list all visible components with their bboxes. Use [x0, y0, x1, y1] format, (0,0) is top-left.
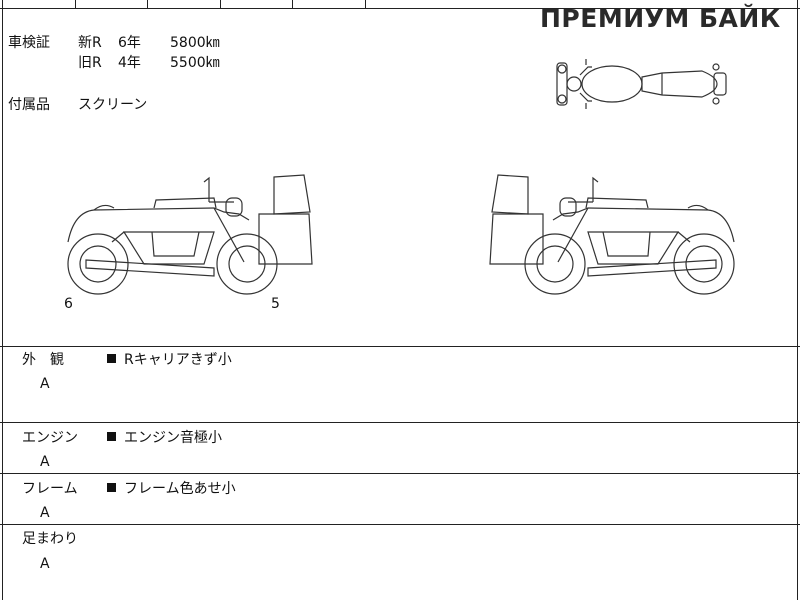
inspection-years: 4年 [118, 55, 141, 71]
header-bottom-border [0, 8, 800, 9]
section-divider [0, 524, 800, 525]
section-grade: A [40, 376, 50, 392]
section-grade: A [40, 454, 50, 470]
section-label: 足まわり [22, 531, 78, 547]
inspection-model: 新R [78, 35, 102, 51]
motorcycle-right-side-icon [489, 174, 735, 295]
header-cell-divider [147, 0, 148, 8]
inspection-years: 6年 [118, 35, 141, 51]
inspection-km: 5800㎞ [170, 35, 220, 51]
header-cell-divider [292, 0, 293, 8]
accessories-value: スクリーン [78, 97, 148, 113]
inspection-model: 旧R [78, 55, 102, 71]
bullet-square-icon [107, 432, 116, 441]
section-label: フレーム [22, 481, 78, 497]
watermark-logo: ПРЕМИУМ БАЙК [540, 4, 781, 33]
header-cell-divider [365, 0, 366, 8]
header-cell-divider [220, 0, 221, 8]
inspection-km: 5500㎞ [170, 55, 220, 71]
section-grade: A [40, 556, 50, 572]
section-divider [0, 422, 800, 423]
header-cell-divider [75, 0, 76, 8]
section-divider [0, 346, 800, 347]
accessories-label: 付属品 [8, 97, 50, 113]
diagram-marker: 6 [64, 296, 73, 312]
motorcycle-left-side-icon [67, 174, 313, 295]
left-border [2, 0, 3, 600]
section-note: Rキャリアきず小 [107, 352, 232, 368]
section-label: 外 観 [22, 352, 64, 368]
section-divider [0, 473, 800, 474]
section-note: フレーム色あせ小 [107, 481, 236, 497]
section-note: エンジン音極小 [107, 430, 222, 446]
motorcycle-top-view-icon [556, 59, 727, 109]
bullet-square-icon [107, 354, 116, 363]
inspection-label: 車検証 [8, 35, 50, 51]
bullet-square-icon [107, 483, 116, 492]
section-grade: A [40, 505, 50, 521]
section-label: エンジン [22, 430, 78, 446]
right-border [797, 0, 798, 600]
diagram-marker: 5 [271, 296, 280, 312]
